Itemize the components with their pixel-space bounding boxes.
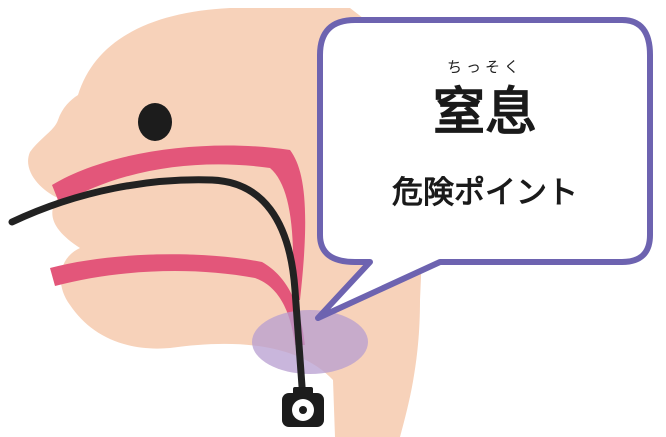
danger-zone [252,310,368,374]
furigana-reading: ちっそく [447,58,523,76]
callout-bubble [315,17,653,321]
camera-icon [282,387,324,427]
upper-palate [52,145,306,300]
lower-mouth [50,254,305,345]
callout-title: 窒息 [433,83,537,143]
eye-dot [138,103,172,141]
callout-subtitle: 危険ポイント [392,175,578,211]
endoscope-tube [8,176,307,404]
